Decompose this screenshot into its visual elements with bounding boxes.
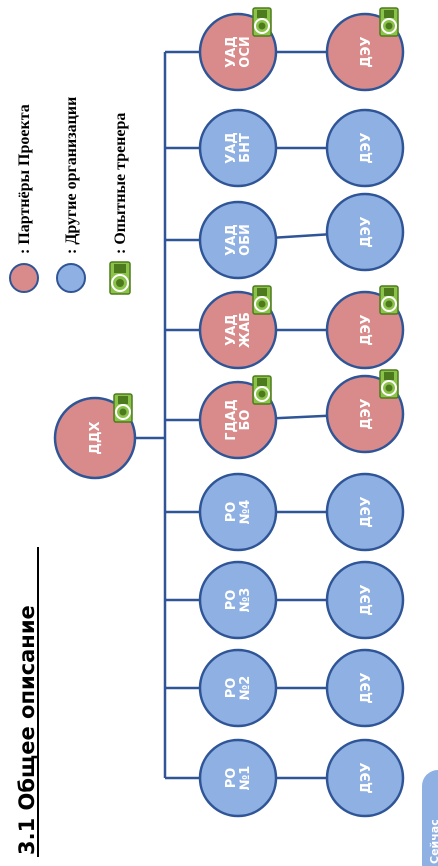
node-bottom-4: ДЭУ — [325, 472, 405, 552]
trainer-icon — [252, 375, 272, 405]
node-top-7: УАДОБИ — [198, 200, 278, 280]
node-label-line1: ДЭУ — [359, 132, 374, 163]
node-bottom-3: ДЭУ — [325, 560, 405, 640]
node-label: ДЭУ — [359, 672, 374, 703]
now-button-bg — [422, 770, 438, 866]
node-label-line2: БНТ — [238, 133, 253, 163]
node-label-line2: ОБИ — [238, 224, 253, 256]
node-circle — [198, 108, 278, 188]
node-label-line2: ОСИ — [238, 36, 253, 67]
node-circle — [325, 472, 405, 552]
node-label: РО№2 — [224, 676, 253, 701]
node-label-line1: РО — [224, 590, 239, 611]
node-label-line1: УАД — [224, 36, 239, 68]
node-label-line1: ДЭУ — [359, 216, 374, 247]
trainer-icon — [252, 7, 272, 37]
node-label-line1: РО — [224, 678, 239, 699]
node-label: УАДОСИ — [224, 36, 253, 68]
node-label-line2: ЖАБ — [238, 312, 253, 348]
node-label-line2: №2 — [238, 676, 253, 701]
node-label-line2: №3 — [238, 588, 253, 613]
trainer-badges — [113, 7, 399, 423]
node-label: ДЭУ — [359, 584, 374, 615]
node-label-line1: РО — [224, 768, 239, 789]
legend-trainers-label: : Опытные тренера — [112, 113, 129, 254]
node-circle — [325, 108, 405, 188]
now-button[interactable]: Сейчас — [422, 770, 438, 866]
node-label: РО№1 — [224, 766, 253, 791]
node-top-1: РО№1 — [198, 738, 278, 818]
node-top-3: РО№3 — [198, 560, 278, 640]
node-label-line1: ДЭУ — [359, 762, 374, 793]
node-label: ДЭУ — [359, 496, 374, 527]
trainer-icon — [379, 369, 399, 399]
now-button-label: Сейчас — [428, 819, 438, 864]
legend-partner-swatch — [9, 263, 39, 293]
node-label: ДЭУ — [359, 314, 374, 345]
node-label-line1: РО — [224, 502, 239, 523]
trainer-icon — [379, 7, 399, 37]
node-label-line1: ДЭУ — [359, 496, 374, 527]
node-label-line2: БО — [238, 410, 253, 431]
legend-partners-label: : Партнёры Проекта — [16, 104, 33, 254]
node-circle — [325, 648, 405, 728]
node-label-line1: ДЭУ — [359, 36, 374, 67]
node-bottom-2: ДЭУ — [325, 648, 405, 728]
trainer-icon — [379, 285, 399, 315]
node-label: ДЭУ — [359, 398, 374, 429]
node-label: УАДЖАБ — [224, 312, 253, 348]
trainer-icon — [252, 285, 272, 315]
node-label: РО№4 — [224, 500, 253, 525]
node-label-line1: УАД — [224, 314, 239, 346]
node-label: ДЭУ — [359, 36, 374, 67]
node-bottom-1: ДЭУ — [325, 738, 405, 818]
node-circle — [325, 560, 405, 640]
node-circle — [198, 738, 278, 818]
node-label-line1: ДЭУ — [359, 584, 374, 615]
node-label-line1: ДДХ — [88, 421, 103, 454]
page-title-group: 3.1 Общее описание — [15, 547, 39, 857]
legend-others-label: : Другие организации — [63, 97, 80, 254]
legend-trainer-icon — [109, 261, 131, 295]
node-label-line1: ГДАД — [224, 399, 239, 441]
node-label-line1: ДЭУ — [359, 398, 374, 429]
node-label-line2: №4 — [238, 500, 253, 525]
trainer-icon — [113, 393, 133, 423]
node-bottom-7: ДЭУ — [325, 192, 405, 272]
node-circle — [198, 560, 278, 640]
node-label: РО№3 — [224, 588, 253, 613]
node-circle — [325, 192, 405, 272]
node-label: УАДБНТ — [224, 132, 253, 164]
node-label-line1: УАД — [224, 224, 239, 256]
node-label: ДЭУ — [359, 762, 374, 793]
node-bottom-8: ДЭУ — [325, 108, 405, 188]
node-label: ДЭУ — [359, 216, 374, 247]
node-circle — [198, 648, 278, 728]
node-label-line1: ДЭУ — [359, 314, 374, 345]
page-title: 3.1 Общее описание — [15, 605, 39, 855]
node-label-line2: №1 — [238, 766, 253, 791]
legend: : Партнёры Проекта : Другие организации … — [9, 97, 131, 295]
legend-other-swatch — [56, 263, 86, 293]
node-top-8: УАДБНТ — [198, 108, 278, 188]
node-label-line1: УАД — [224, 132, 239, 164]
node-top-4: РО№4 — [198, 472, 278, 552]
node-circle — [198, 200, 278, 280]
node-label: УАДОБИ — [224, 224, 253, 256]
node-label: ГДАДБО — [224, 399, 253, 441]
node-circle — [198, 472, 278, 552]
node-circle — [325, 738, 405, 818]
node-top-2: РО№2 — [198, 648, 278, 728]
node-label-line1: ДЭУ — [359, 672, 374, 703]
node-label: ДЭУ — [359, 132, 374, 163]
